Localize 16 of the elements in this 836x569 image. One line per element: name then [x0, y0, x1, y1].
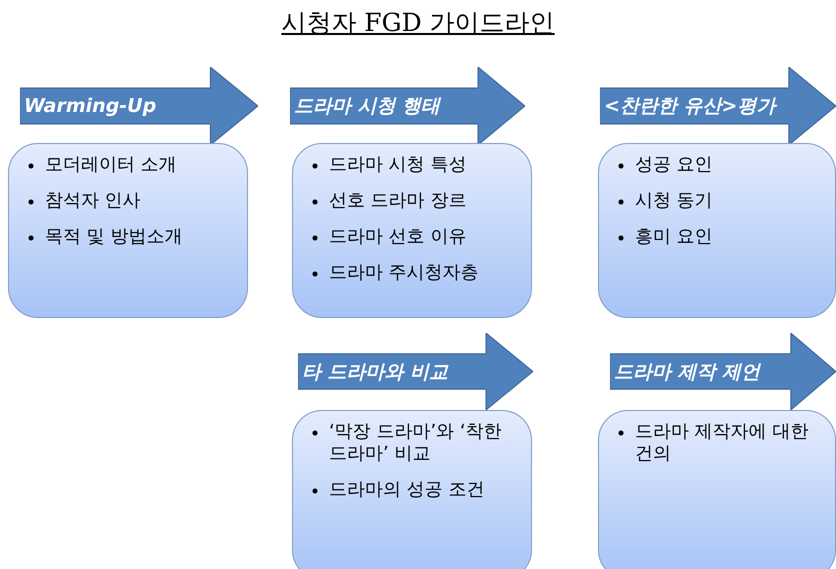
rounded-box: [292, 143, 532, 318]
heading-text: Warming-Up: [24, 95, 156, 117]
rounded-box: [598, 143, 836, 318]
rounded-box: [292, 410, 532, 569]
arrow-banner: [610, 333, 836, 410]
heading-text: <찬란한 유산>평가: [604, 94, 776, 119]
heading-text: 드라마 시청 행태: [294, 94, 440, 119]
rounded-box: [8, 143, 248, 318]
arrow-banner: [20, 67, 258, 145]
rounded-box: [598, 410, 836, 569]
heading-text: 드라마 제작 제언: [614, 360, 760, 384]
arrow-banner: [298, 333, 533, 410]
title: 시청자 FGD 가이드라인: [281, 8, 555, 37]
arrow-banner: [600, 67, 836, 145]
heading-text: 타 드라마와 비교: [302, 360, 448, 384]
arrow-banner: [290, 67, 525, 145]
